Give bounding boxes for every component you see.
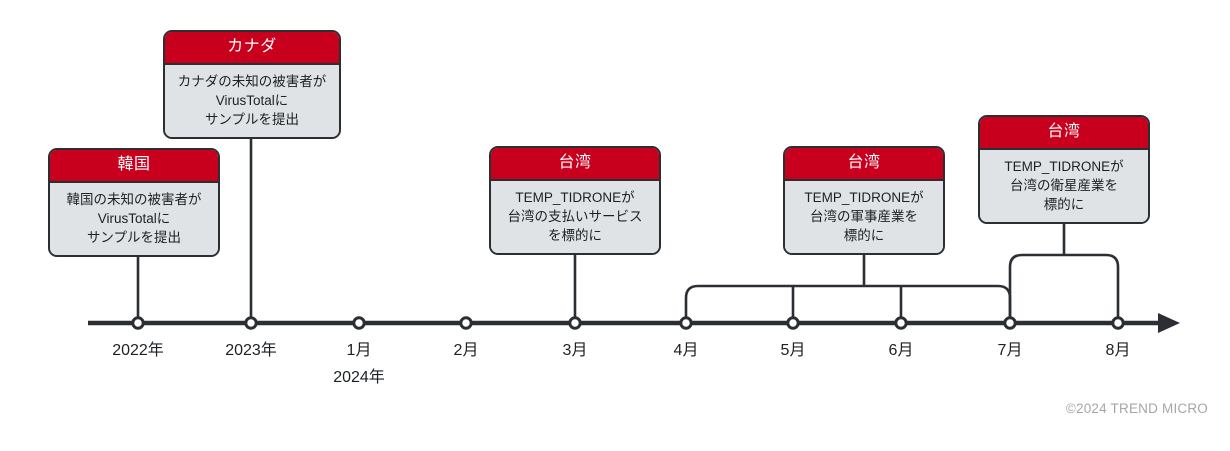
axis-tick-marker <box>459 316 473 330</box>
event-card-description-line: サンプルを提出 <box>86 230 182 246</box>
event-card-country: カナダ <box>165 32 339 65</box>
copyright-notice: ©2024 TREND MICRO <box>1065 401 1208 416</box>
event-card-country: 台湾 <box>980 117 1148 150</box>
axis-tick-label: 2023年 <box>225 342 277 359</box>
event-card-description: カナダの未知の被害者が VirusTotalにサンプルを提出 <box>165 65 339 138</box>
event-card-description: TEMP_TIDRONEが台湾の衛星産業を標的に <box>980 150 1148 223</box>
event-card-country: 台湾 <box>491 148 659 181</box>
axis-tick-marker <box>1111 316 1125 330</box>
axis-tick-label: 4月 <box>673 342 699 359</box>
event-card[interactable]: カナダカナダの未知の被害者が VirusTotalにサンプルを提出 <box>163 30 341 140</box>
axis-tick-marker <box>679 316 693 330</box>
event-card-description-line: 韓国の未知の被害者が <box>66 192 202 207</box>
event-card-description-line: 標的に <box>843 228 885 244</box>
event-card-country: 韓国 <box>50 150 218 183</box>
axis-tick-label: 6月 <box>888 342 914 359</box>
axis-tick-label: 8月 <box>1105 342 1131 359</box>
connector-brackets <box>684 220 1120 323</box>
axis-tick-label: 2月 <box>453 342 479 359</box>
event-card-description: 韓国の未知の被害者が VirusTotalにサンプルを提出 <box>50 183 218 256</box>
event-card-description-line: サンプルを提出 <box>204 112 300 128</box>
axis-arrowhead-icon <box>1158 313 1180 333</box>
axis-tick-sublabel: 2024年 <box>333 369 385 386</box>
event-card-description-line: TEMP_TIDRONEが <box>515 190 635 205</box>
event-card-description-line: 台湾の衛星産業を <box>1010 178 1118 194</box>
timeline-tick-marks <box>131 316 1125 330</box>
axis-tick-marker <box>244 316 258 330</box>
timeline-axis <box>88 313 1180 333</box>
axis-tick-label: 7月 <box>997 342 1023 359</box>
event-card-description-line: 標的に <box>1043 197 1085 213</box>
axis-tick-marker <box>131 316 145 330</box>
event-card[interactable]: 韓国韓国の未知の被害者が VirusTotalにサンプルを提出 <box>48 148 220 258</box>
event-card-description-line: VirusTotalに <box>97 211 171 227</box>
event-card-description: TEMP_TIDRONEが台湾の支払いサービスを標的に <box>491 181 659 254</box>
axis-tick-marker <box>894 316 908 330</box>
axis-tick-marker <box>568 316 582 330</box>
event-card-description-line: 台湾の支払いサービス <box>507 209 643 225</box>
card-connector-bracket <box>1008 253 1120 323</box>
axis-tick-label: 1月 <box>346 342 372 359</box>
event-card-description-line: カナダの未知の被害者が <box>177 74 327 89</box>
axis-tick-label: 2022年 <box>112 342 164 359</box>
event-card-description-line: TEMP_TIDRONEが <box>1004 159 1124 174</box>
axis-tick-marker <box>786 316 800 330</box>
axis-tick-label: 3月 <box>562 342 588 359</box>
axis-tick-label: 5月 <box>780 342 806 359</box>
event-card-country: 台湾 <box>785 148 943 181</box>
event-card-description-line: 台湾の軍事産業を <box>810 209 918 225</box>
card-connector-bracket <box>684 284 1012 323</box>
event-card-description: TEMP_TIDRONEが台湾の軍事産業を標的に <box>785 181 943 254</box>
event-card-description-line: TEMP_TIDRONEが <box>804 190 924 205</box>
axis-tick-marker <box>1003 316 1017 330</box>
event-card-description-line: VirusTotalに <box>215 93 289 109</box>
event-card-description-line: を標的に <box>548 228 602 244</box>
connector-stems <box>136 133 577 323</box>
axis-tick-marker <box>352 316 366 330</box>
